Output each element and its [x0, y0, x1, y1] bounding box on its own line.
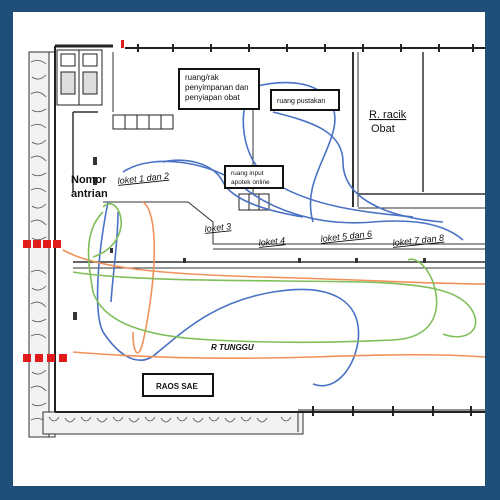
shelving-units	[112, 114, 270, 211]
column-markers	[73, 157, 426, 320]
blue-flow-path	[96, 81, 464, 387]
orange-flow-path	[62, 201, 485, 359]
left-stone-wall	[28, 51, 56, 438]
label-raos-sae: RAOS SAE	[156, 382, 198, 391]
floor-plan-canvas: Nomor antrian loket 1 dan 2 loket 3 loke…	[13, 12, 485, 486]
green-flow-path	[72, 203, 477, 344]
label-nomor-antrian: Nomor	[71, 174, 107, 186]
label-ruang-pustakan: ruang pustakan	[277, 98, 325, 105]
floor-plan: Nomor antrian loket 1 dan 2 loket 3 loke…	[23, 40, 485, 438]
label-loket-1-2: loket 1 dan 2	[117, 171, 169, 186]
label-loket-4: loket 4	[258, 235, 285, 248]
label-ruang-rak-2: penyimpanan dan	[185, 83, 249, 92]
entry-markers	[23, 40, 124, 362]
box-raos-sae	[142, 373, 214, 397]
box-ruang-input	[224, 165, 284, 189]
label-loket-7-8: loket 7 dan 8	[392, 233, 444, 248]
label-r-tunggu: R TUNGGU	[211, 343, 254, 352]
toilet-block	[56, 49, 103, 106]
label-ruang-rak-3: penyiapan obat	[185, 93, 240, 102]
label-ruang-input-2: apotek online	[231, 179, 270, 186]
top-window-ticks	[137, 44, 474, 416]
label-loket-3: loket 3	[204, 221, 231, 234]
box-ruang-rak	[178, 68, 260, 110]
box-ruang-pustakan	[270, 89, 340, 111]
outer-walls	[54, 44, 485, 413]
label-r-racik: R. racik	[369, 109, 407, 121]
label-ruang-rak-1: ruang/rak	[185, 73, 220, 82]
label-loket-5-6: loket 5 dan 6	[320, 229, 372, 244]
label-nomor-antrian-2: antrian	[71, 188, 108, 200]
bottom-stone-wall	[42, 411, 304, 435]
label-r-racik-obat: Obat	[371, 123, 395, 135]
label-ruang-input-1: ruang input	[231, 170, 264, 177]
